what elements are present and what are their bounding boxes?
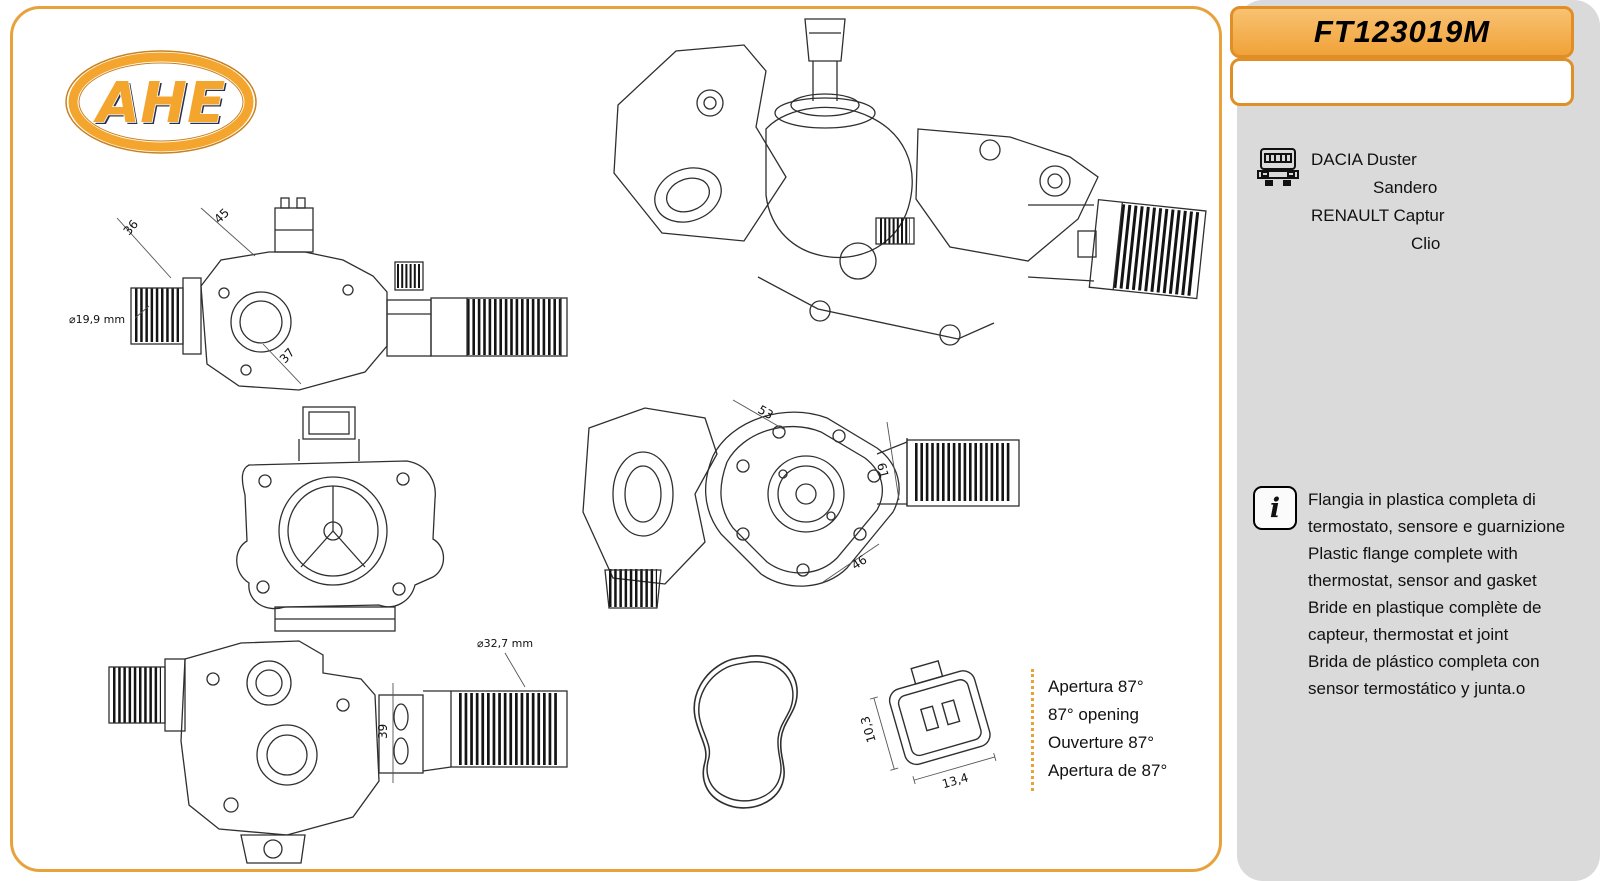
- connector-pin: [919, 705, 940, 732]
- product-description-section: i Flangia in plastica completa di termos…: [1253, 486, 1576, 702]
- description-it: Flangia in plastica completa di termosta…: [1308, 490, 1566, 536]
- dimension-leaders: [116, 207, 302, 385]
- secondary-number-box: [1230, 58, 1574, 106]
- dim-13-4-label: 13,4: [940, 770, 970, 791]
- product-description: Flangia in plastica completa di termosta…: [1308, 486, 1576, 702]
- dim-46-label: 46: [849, 552, 869, 572]
- housing-outline: [130, 197, 568, 391]
- info-icon-glyph: i: [1269, 492, 1281, 524]
- connector-face: 10,3 13,4: [858, 660, 997, 791]
- drawing-side-view-bottom: ⌀32,7 mm 39: [108, 637, 568, 864]
- gasket-drawing: [693, 655, 798, 809]
- description-fr: Bride en plastique complète de capteur, …: [1308, 598, 1542, 644]
- opening-line-it: Apertura 87°: [1048, 677, 1144, 696]
- housing-outline: [108, 640, 568, 864]
- drawing-front-view: [236, 406, 445, 632]
- opening-line-es: Apertura de 87°: [1048, 761, 1168, 780]
- info-icon: i: [1253, 486, 1297, 530]
- info-panel: [1237, 0, 1600, 881]
- connector-pin: [941, 699, 961, 726]
- connector-drawing: 10,3 13,4: [858, 660, 997, 791]
- ahe-logo-graphic: AHE AHE: [65, 50, 257, 154]
- dim-61-label: 61: [874, 461, 891, 479]
- application-line: Sandero: [1373, 178, 1438, 197]
- top-plug: [804, 18, 846, 62]
- description-es: Brida de plástico completa con sensor te…: [1308, 652, 1540, 698]
- dim-dia-small-label: ⌀19,9 mm: [69, 313, 125, 326]
- ahe-logo: AHE AHE: [61, 47, 261, 162]
- front-view-outline: [236, 406, 445, 632]
- logo-text: AHE: [93, 71, 225, 136]
- logo-ellipse-inner: [78, 62, 244, 142]
- dim-dia-large-label: ⌀32,7 mm: [477, 637, 533, 650]
- flange-outline: [582, 407, 1020, 609]
- description-en: Plastic flange complete with thermostat,…: [1308, 544, 1537, 590]
- thermostat-bore: [767, 455, 845, 533]
- truck-icon: [1257, 148, 1299, 186]
- thermostat-bore: [278, 476, 388, 586]
- sensor-connector: [302, 406, 356, 440]
- logo-ellipse-outer: [65, 50, 257, 154]
- logo-ellipse-ring: [68, 52, 254, 152]
- dim-45-label: 45: [211, 205, 232, 226]
- dim-36-label: 36: [121, 217, 142, 238]
- dim-37-label: 37: [277, 345, 298, 366]
- hose-ribs: [1113, 204, 1200, 296]
- dim-53-label: 53: [756, 402, 776, 422]
- logo-text-shadow: AHE: [95, 73, 227, 138]
- dimension-leaders: [869, 696, 997, 785]
- dim-10-3-label: 10,3: [858, 715, 879, 745]
- opening-spec: Apertura 87° 87° opening Ouverture 87° A…: [1031, 669, 1167, 791]
- dimension-leaders: [732, 399, 900, 583]
- drawing-perspective-view: [613, 18, 1207, 346]
- dim-39-label: 39: [376, 724, 390, 739]
- opening-line-en: 87° opening: [1048, 705, 1139, 724]
- application-line: RENAULT Captur: [1311, 206, 1445, 225]
- drawing-board: AHE AHE: [10, 6, 1222, 872]
- drawing-side-view-top: 36 45 37 ⌀19,9 mm: [69, 197, 568, 391]
- application-line: Clio: [1411, 234, 1441, 253]
- dimension-leaders: [392, 652, 526, 783]
- gasket-outline: [693, 655, 798, 809]
- opening-line-fr: Ouverture 87°: [1048, 733, 1155, 752]
- hose-outlet: [1088, 199, 1207, 300]
- drawing-flange-view: 53 61 46: [582, 399, 1020, 609]
- application-line: DACIA Duster: [1311, 150, 1417, 169]
- part-number-box: FT123019M: [1230, 6, 1574, 58]
- housing-perspective-outline: [613, 18, 1207, 346]
- part-number: FT123019M: [1313, 14, 1491, 49]
- vehicle-applications: DACIA Duster Sandero RENAULT Captur Clio: [1255, 146, 1445, 258]
